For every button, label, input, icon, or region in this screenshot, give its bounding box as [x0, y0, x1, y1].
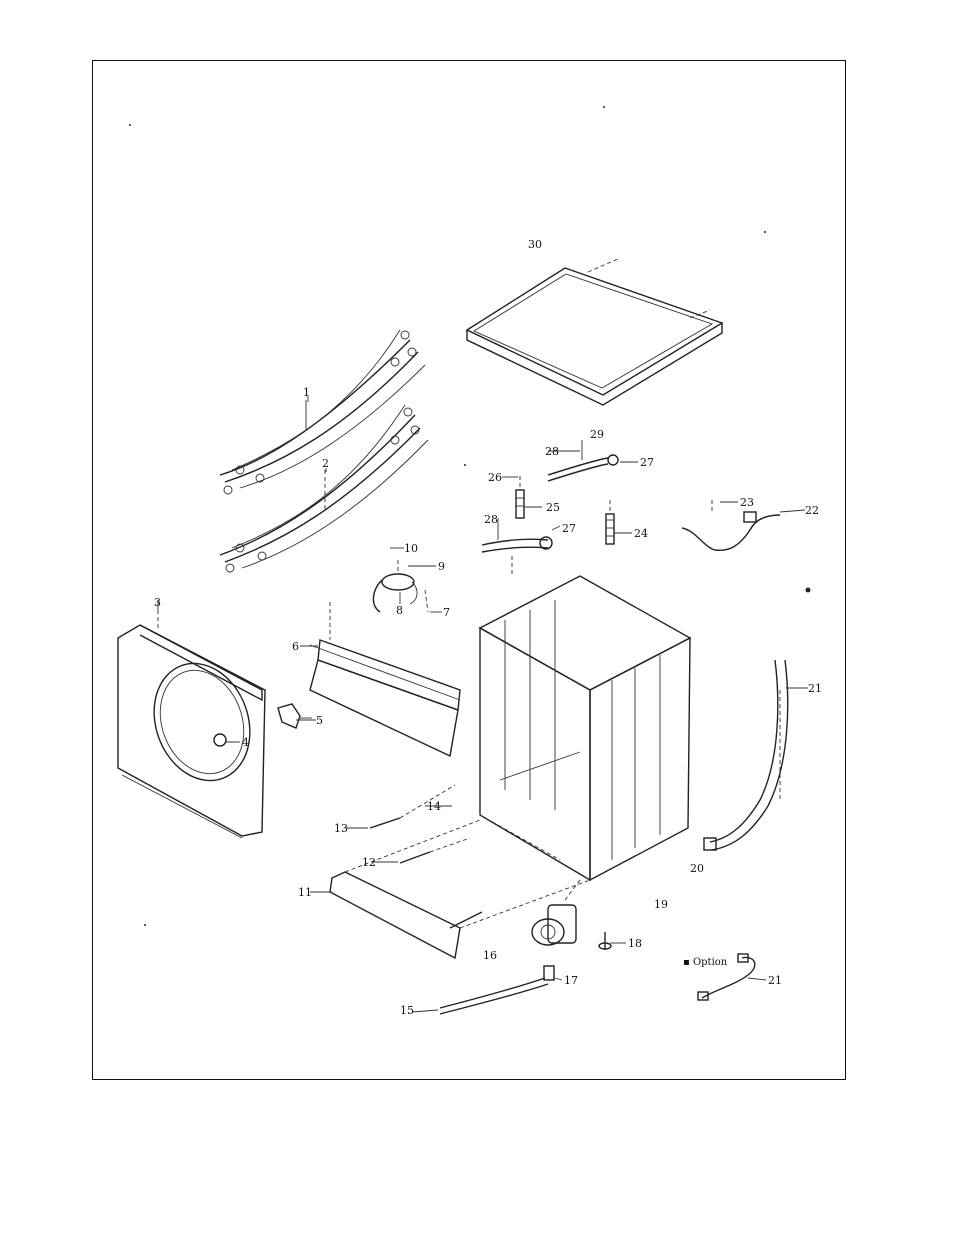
callout-18: 18	[628, 937, 642, 950]
small-spring-12	[400, 838, 470, 863]
callout-27-top: 27	[640, 456, 654, 469]
callout-14: 14	[427, 800, 441, 813]
control-rail	[310, 602, 460, 756]
pump-hose	[440, 966, 554, 1014]
callout-17: 17	[564, 974, 578, 987]
door-latch	[278, 704, 312, 728]
callout-22: 22	[805, 504, 819, 517]
callout-13: 13	[334, 822, 348, 835]
dust-specks	[129, 106, 811, 926]
callout-4: 4	[242, 736, 249, 749]
wire-harness-lower	[220, 405, 428, 572]
callout-25: 25	[546, 501, 560, 514]
callout-2: 2	[322, 457, 329, 470]
drain-pump	[532, 880, 580, 945]
pump-screw	[599, 932, 611, 950]
callout-16: 16	[483, 949, 497, 962]
suspension-spring-left	[516, 476, 524, 518]
callout-12: 12	[362, 856, 376, 869]
base-frame	[330, 820, 590, 958]
top-cover-panel	[467, 258, 722, 405]
callout-10: 10	[404, 542, 418, 555]
callout-8: 8	[396, 604, 403, 617]
lower-bracket	[482, 537, 552, 576]
callout-1: 1	[303, 386, 310, 399]
door-hinge	[214, 734, 236, 746]
callout-27-mid: 27	[562, 522, 576, 535]
callout-29: 29	[590, 428, 604, 441]
callout-20: 20	[690, 862, 704, 875]
callout-23: 23	[740, 496, 754, 509]
callout-28-top: 28	[545, 445, 559, 458]
base-spring	[450, 912, 482, 928]
drain-hose	[704, 660, 788, 850]
callout-21-option: 21	[768, 974, 782, 987]
callout-19: 19	[654, 898, 668, 911]
callout-6: 6	[292, 640, 299, 653]
callout-21-hose: 21	[808, 682, 822, 695]
callout-11: 11	[298, 886, 312, 899]
callout-5: 5	[316, 714, 323, 727]
option-note: ▪ Option	[683, 957, 728, 968]
callout-labels: 30 1 2 28 29 27 26 25 23 22 28 27 24 10 …	[154, 238, 822, 1017]
callout-26: 26	[488, 471, 502, 484]
callout-9: 9	[438, 560, 445, 573]
suspension-spring-right	[606, 500, 614, 544]
callout-30: 30	[528, 238, 542, 251]
callout-7: 7	[443, 606, 450, 619]
small-spring-13	[370, 785, 455, 828]
front-panel	[118, 610, 266, 838]
callout-28-mid: 28	[484, 513, 498, 526]
inlet-hose-cable	[682, 500, 780, 550]
callout-15: 15	[400, 1004, 414, 1017]
callout-24: 24	[634, 527, 648, 540]
upper-bracket	[548, 455, 618, 481]
cabinet	[480, 576, 690, 880]
callout-3: 3	[154, 596, 161, 609]
